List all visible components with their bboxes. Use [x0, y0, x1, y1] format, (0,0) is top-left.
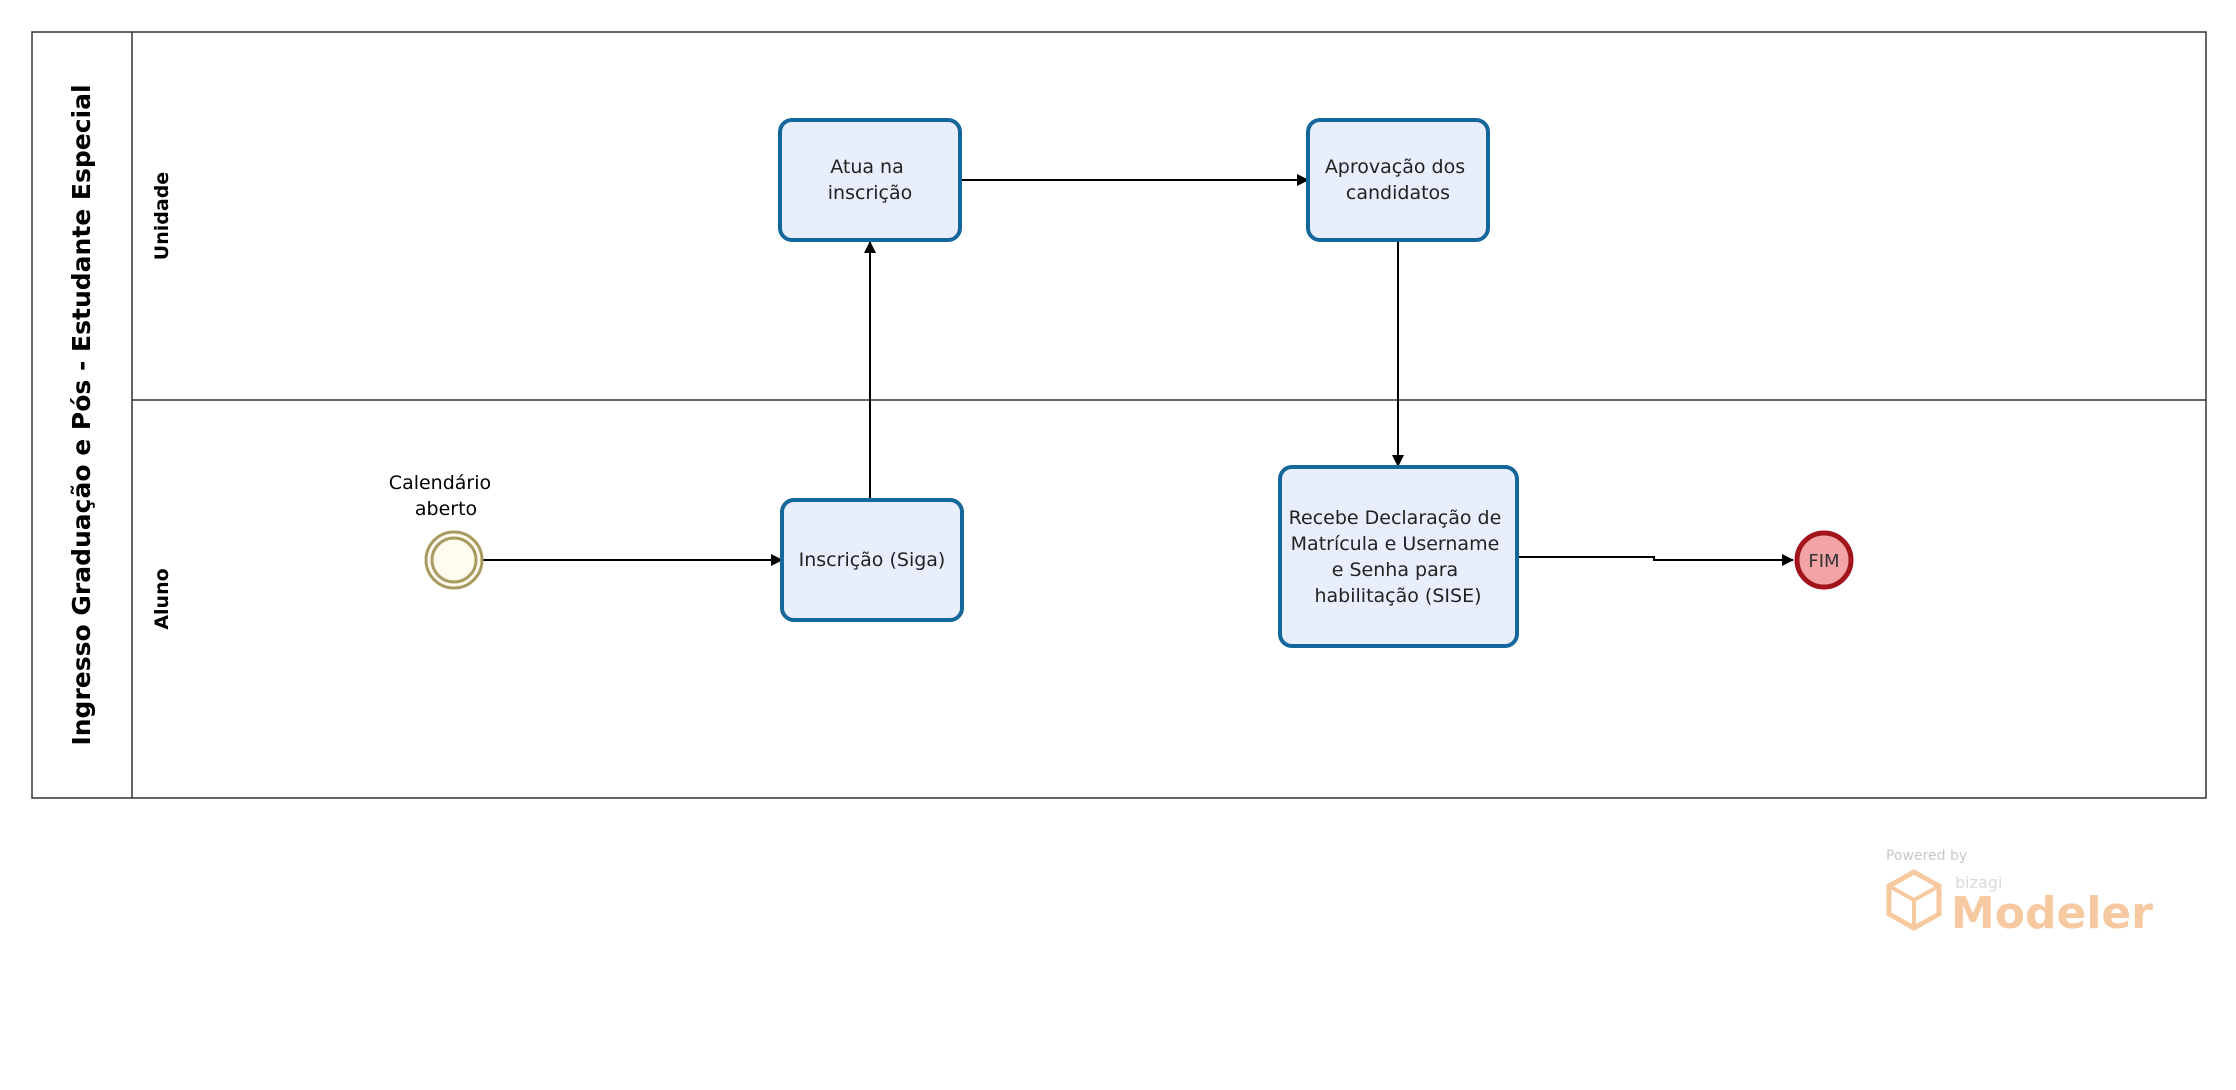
lane-unidade: Unidade: [151, 172, 173, 260]
pool: Ingresso Graduação e Pós - Estudante Esp…: [31, 31, 2207, 799]
sequence-flows: [483, 174, 1794, 566]
start-event-inner-ring: [430, 536, 478, 584]
task-aprovacao-box: [1306, 118, 1490, 242]
bizagi-watermark: Powered by bizagi Modeler: [1886, 848, 2153, 939]
start-event[interactable]: Calendário aberto: [389, 472, 497, 590]
watermark-product: Modeler: [1951, 888, 2153, 939]
pool-border: [31, 31, 2207, 799]
end-event[interactable]: FIM: [1794, 530, 1854, 590]
task-recebe-label: Recebe Declaração de Matrícula e Usernam…: [1289, 507, 1508, 607]
task-aprovacao-dos-candidatos[interactable]: Aprovação dos candidatos: [1306, 118, 1490, 242]
lane-title-unidade: Unidade: [151, 172, 173, 260]
task-recebe-declaracao[interactable]: Recebe Declaração de Matrícula e Usernam…: [1278, 465, 1519, 648]
start-event-label: Calendário aberto: [389, 472, 497, 520]
task-recebe-box: [1278, 465, 1519, 648]
task-atua-box: [778, 118, 962, 242]
task-inscricao-siga[interactable]: Inscrição (Siga): [780, 498, 964, 622]
modeler-logo-icon-inner: [1888, 884, 1940, 903]
flow-recebe-to-fim[interactable]: [1518, 554, 1794, 566]
lane-title-aluno: Aluno: [151, 568, 173, 629]
pool-title: Ingresso Graduação e Pós - Estudante Esp…: [67, 84, 96, 745]
lane-aluno: Aluno: [151, 568, 173, 629]
task-atua-na-inscricao[interactable]: Atua na inscrição: [778, 118, 962, 242]
watermark-brand: bizagi: [1955, 873, 2002, 892]
task-atua-label: Atua na inscrição: [828, 156, 912, 204]
task-inscricao-label: Inscrição (Siga): [799, 549, 946, 571]
task-aprovacao-label: Aprovação dos candidatos: [1325, 156, 1471, 204]
task-inscricao-box: [780, 498, 964, 622]
end-event-label: FIM: [1808, 551, 1839, 572]
end-event-circle: [1794, 530, 1854, 590]
watermark-powered-by: Powered by: [1886, 848, 1967, 864]
